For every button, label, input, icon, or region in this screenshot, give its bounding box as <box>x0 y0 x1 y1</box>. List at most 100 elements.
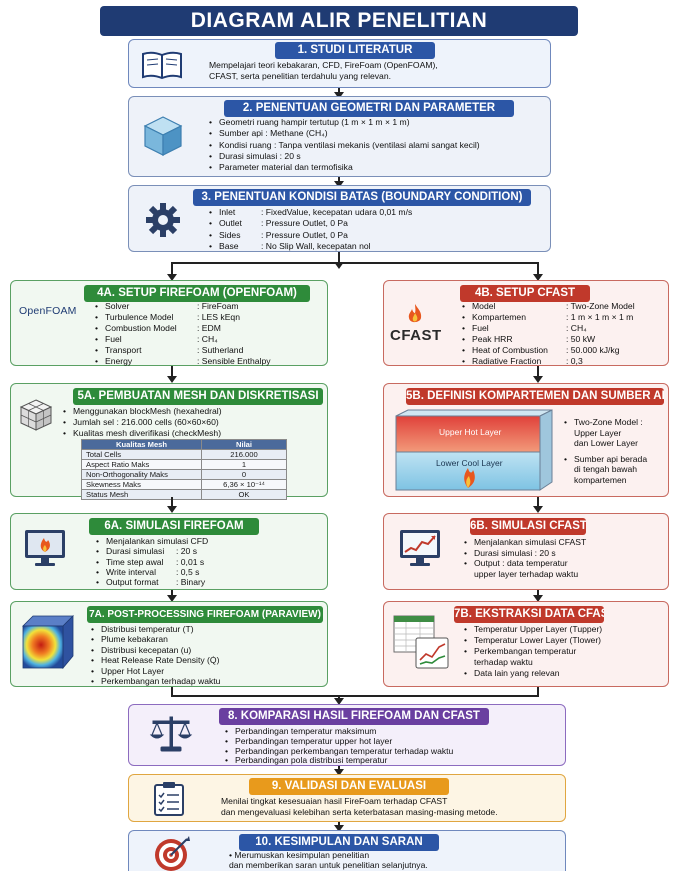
arrow-6a-7a <box>167 590 177 602</box>
list-item: Perbandingan pola distribusi temperatur <box>225 756 453 766</box>
step3-list: Inlet: FixedValue, kecepatan udara 0,01 … <box>209 207 412 252</box>
target-icon <box>155 836 190 871</box>
step2-box: 2. PENENTUAN GEOMETRI DAN PARAMETER Geom… <box>128 96 551 177</box>
page-title: DIAGRAM ALIR PENELITIAN <box>100 6 578 36</box>
step4a-list: Solver: FireFoam Turbulence Model: LES k… <box>95 301 271 367</box>
gear-icon <box>146 203 180 237</box>
step8-header: 8. KOMPARASI HASIL FIREFOAM DAN CFAST <box>219 708 489 725</box>
cube-icon <box>143 116 183 156</box>
step2-list: Geometri ruang hampir tertutup (1 m × 1 … <box>209 117 480 174</box>
arrow-to-4a <box>167 262 177 281</box>
step6b-header: 6B. SIMULASI CFAST <box>470 518 586 535</box>
step4b-header: 4B. SETUP CFAST <box>460 285 590 302</box>
table-header: Nilai <box>201 439 287 450</box>
step6a-list: Menjalankan simulasi CFD Durasi simulasi… <box>96 536 208 588</box>
step9-text: Menilai tingkat kesesuaian hasil FireFoa… <box>221 796 498 817</box>
step5a-box: 5A. PEMBUATAN MESH DAN DISKRETISASI Meng… <box>10 383 328 500</box>
step8-list: Perbandingan temperatur maksimum Perband… <box>225 726 453 766</box>
list-item: Perbandingan temperatur maksimum <box>225 726 453 737</box>
list-item: Outlet: Pressure Outlet, 0 Pa <box>209 218 412 230</box>
list-item: Menjalankan simulasi CFD <box>96 536 208 547</box>
list-item: Sides: Pressure Outlet, 0 Pa <box>209 230 412 242</box>
step6a-box: 6A. SIMULASI FIREFOAM Menjalankan simula… <box>10 513 328 590</box>
list-item: Kualitas mesh diverifikasi (checkMesh) <box>63 428 222 439</box>
step7a-box: 7A. POST-PROCESSING FIREFOAM (PARAVIEW) … <box>10 601 328 687</box>
monitor-fire-icon <box>25 530 65 566</box>
compartment-diagram <box>395 409 553 491</box>
split-line <box>171 262 538 264</box>
arrow-4a-5a <box>167 366 177 383</box>
list-item: Perbandingan temperatur upper hot layer <box>225 736 453 747</box>
arrow-to-4b <box>533 262 543 281</box>
list-item: Radiative Fraction: 0,3 <box>462 356 635 367</box>
step1-text: Mempelajari teori kebakaran, CFD, FireFo… <box>209 60 438 82</box>
step9-box: 9. VALIDASI DAN EVALUASI Menilai tingkat… <box>128 774 566 822</box>
arrow-9-10 <box>334 822 344 832</box>
step5a-header: 5A. PEMBUATAN MESH DAN DISKRETISASI <box>73 388 323 405</box>
list-item: Heat of Combustion: 50.000 kJ/kg <box>462 345 635 356</box>
step4a-box: 4A. SETUP FIREFOAM (OPENFOAM) OpenFOAM S… <box>10 280 328 367</box>
list-item: Perbandingan perkembangan temperatur ter… <box>225 746 453 757</box>
list-item: Perkembangan terhadap waktu <box>91 676 220 687</box>
table-header: Kualitas Mesh <box>81 439 202 450</box>
list-item: Transport: Sutherland <box>95 345 271 356</box>
step8-box: 8. KOMPARASI HASIL FIREFOAM DAN CFAST Pe… <box>128 704 566 766</box>
mesh-cube-icon <box>19 399 53 431</box>
step4b-list: Model: Two-Zone Model Kompartemen: 1 m ×… <box>462 301 635 367</box>
openfoam-logo: OpenFOAM <box>19 305 77 317</box>
step5b-box: 5B. DEFINISI KOMPARTEMEN DAN SUMBER API … <box>383 383 669 497</box>
step3-header: 3. PENENTUAN KONDISI BATAS (BOUNDARY CON… <box>193 189 531 206</box>
list-item: Peak HRR: 50 kW <box>462 334 635 345</box>
list-item: Plume kebakaran <box>91 634 220 645</box>
merge-line <box>171 695 539 697</box>
arrow-3-split <box>334 252 344 269</box>
step7b-list-last: Data lain yang relevan <box>464 668 560 680</box>
step6b-box: 6B. SIMULASI CFAST Menjalankan simulasi … <box>383 513 669 590</box>
step10-box: 10. KESIMPULAN DAN SARAN • Merumuskan ke… <box>128 830 566 871</box>
list-item: Menggunakan blockMesh (hexahedral) <box>63 406 222 417</box>
step1-box: 1. STUDI LITERATUR Mempelajari teori keb… <box>128 39 551 88</box>
monitor-chart-icon <box>400 530 440 566</box>
list-item: Fuel: CH₄ <box>462 323 635 334</box>
step4b-box: 4B. SETUP CFAST CFAST Model: Two-Zone Mo… <box>383 280 669 367</box>
cfast-flame-icon <box>408 304 422 323</box>
list-item: Distribusi kecepatan (u) <box>91 645 220 656</box>
merge-right <box>537 687 539 696</box>
list-item: Upper Hot Layer <box>91 666 220 677</box>
step7b-box: 7B. EKSTRAKSI DATA CFAST Temperatur Uppe… <box>383 601 669 687</box>
step1-header: 1. STUDI LITERATUR <box>275 42 435 59</box>
step6b-extra: upper layer terhadap waktu <box>474 569 579 579</box>
list-item: Write interval: 0,5 s <box>96 567 208 578</box>
spreadsheet-chart-icon <box>393 615 449 669</box>
step9-header: 9. VALIDASI DAN EVALUASI <box>249 778 449 795</box>
list-item: Data lain yang relevan <box>464 668 560 680</box>
list-item: Turbulence Model: LES kEqn <box>95 312 271 323</box>
list-item: Base: No Slip Wall, kecepatan nol <box>209 241 412 253</box>
step4a-header: 4A. SETUP FIREFOAM (OPENFOAM) <box>84 285 310 302</box>
list-item: Inlet: FixedValue, kecepatan udara 0,01 … <box>209 207 412 219</box>
step6b-list: Menjalankan simulasi CFAST Durasi simula… <box>464 537 586 569</box>
arrow-8-9 <box>334 766 344 776</box>
step7a-list: Distribusi temperatur (T) Plume kebakara… <box>91 624 220 687</box>
step3-box: 3. PENENTUAN KONDISI BATAS (BOUNDARY CON… <box>128 185 551 252</box>
list-item: Model: Two-Zone Model <box>462 301 635 312</box>
step5a-list: Menggunakan blockMesh (hexahedral) Jumla… <box>63 406 222 438</box>
lower-layer-label: Lower Cool Layer <box>436 458 503 468</box>
scale-icon <box>149 716 193 752</box>
arrow-1-2 <box>334 88 344 99</box>
list-item: Kompartemen: 1 m × 1 m × 1 m <box>462 312 635 323</box>
arrow-6b-7b <box>533 590 543 602</box>
list-item: Durasi simulasi: 20 s <box>96 546 208 557</box>
list-item: Durasi simulasi : 20 s <box>209 151 480 163</box>
step6a-header: 6A. SIMULASI FIREFOAM <box>89 518 259 535</box>
cfast-logo: CFAST <box>390 327 442 344</box>
step2-header: 2. PENENTUAN GEOMETRI DAN PARAMETER <box>224 100 514 117</box>
